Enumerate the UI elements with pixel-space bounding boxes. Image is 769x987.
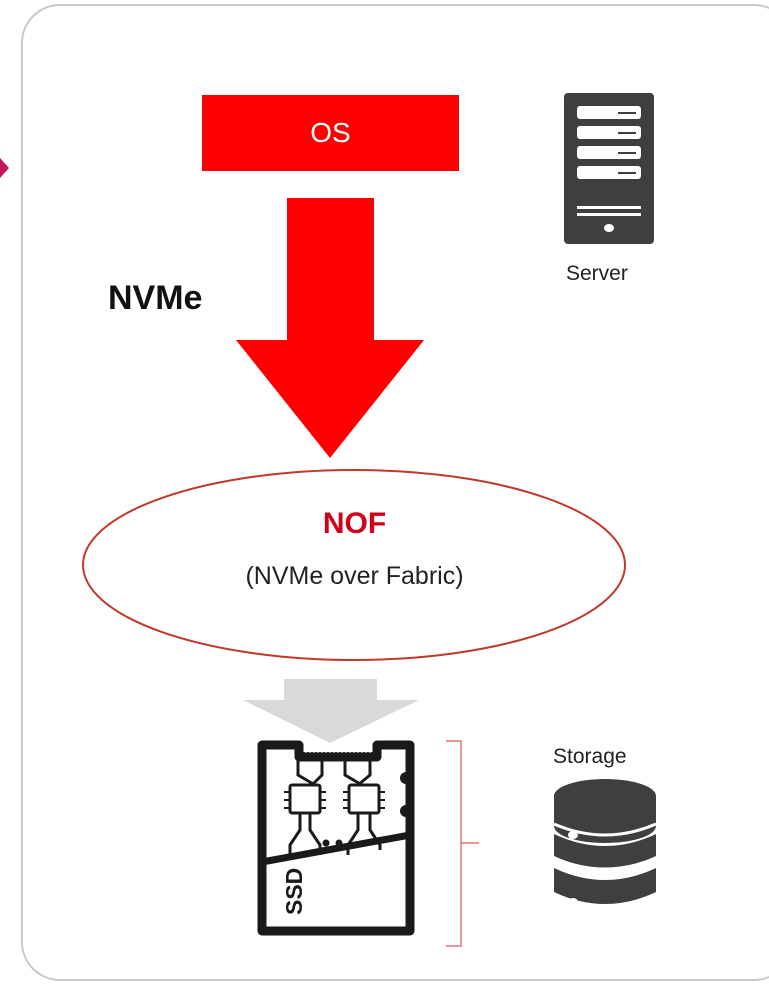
- fabric-down-arrow: [243, 679, 419, 743]
- database-icon: [553, 779, 657, 906]
- nof-ellipse: [82, 469, 626, 661]
- nof-title: NOF: [322, 507, 387, 540]
- left-chevron-arrow: [0, 158, 9, 178]
- nof-subtitle: (NVMe over Fabric): [245, 562, 464, 590]
- os-label: OS: [310, 117, 351, 148]
- ssd-label: SSD: [281, 868, 307, 915]
- ssd-icon: [257, 740, 415, 936]
- server-icon: [564, 93, 654, 244]
- ssd-details: [322, 772, 412, 847]
- storage-label: Storage: [553, 745, 627, 768]
- storage-bracket: [446, 740, 479, 947]
- nvme-down-arrow: [236, 198, 424, 458]
- nvme-label: NVMe: [108, 279, 203, 317]
- os-box: [202, 95, 459, 171]
- server-label: Server: [566, 262, 628, 285]
